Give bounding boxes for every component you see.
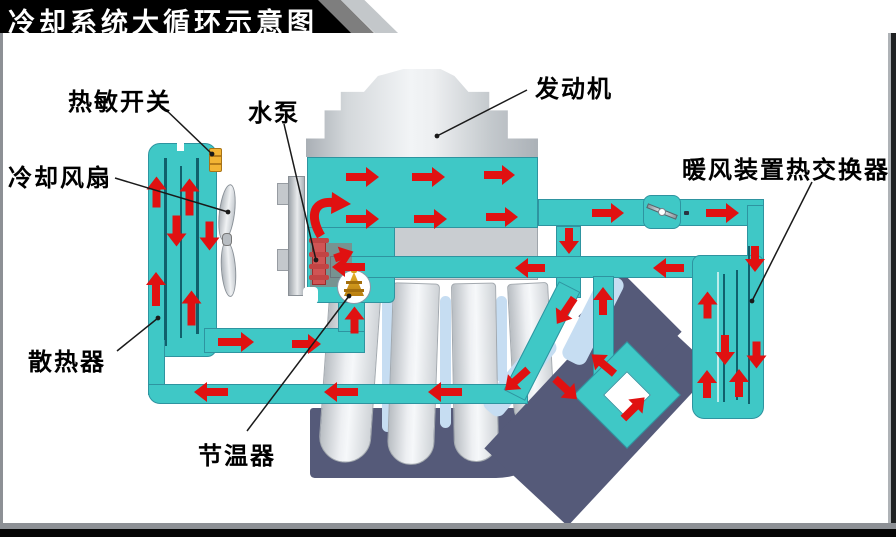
water-pump-flange [309,275,329,280]
radiator-fin-slot [164,158,167,346]
title-bar [0,0,352,33]
water-pump-flange [309,264,329,269]
water-pump-flange [309,252,329,257]
thermostat-ring [346,281,362,284]
label-cooling-fan: 冷却风扇 [8,165,112,192]
label-thermal-switch: 热敏开关 [68,89,172,116]
flow-valve-dot [684,211,689,215]
coolant-slot [440,296,451,428]
heater-core-divider [717,272,719,402]
frame-bottom-gray [0,523,896,529]
label-water-pump: 水泵 [248,100,300,127]
page-title: 冷却系统大循环示意图 [8,8,318,38]
heater-fin-slot [748,246,750,404]
thermostat-ring [344,289,364,292]
water-pump-flange [309,238,329,243]
thermal-switch-rib [210,163,221,165]
flow-valve-knob [658,208,666,216]
heater-fin-slot [736,270,738,400]
frame-right-dark [891,33,896,525]
label-engine: 发动机 [535,76,613,103]
label-heater-exchanger: 暖风装置热交换器 [682,157,890,184]
frame-bottom-black [0,529,896,537]
coolant-slot [496,296,507,382]
thermal-switch-rib [210,155,221,157]
label-thermostat: 节温器 [198,443,276,470]
frame-left [0,33,3,525]
valve-bulge [643,195,681,229]
label-radiator: 散热器 [28,349,106,376]
cooling-fan-hub [222,233,232,246]
radiator-fin-slot [180,166,182,338]
coolant-slot [382,296,393,432]
frame-right-light [888,33,891,525]
radiator-fin-slot [196,158,199,334]
